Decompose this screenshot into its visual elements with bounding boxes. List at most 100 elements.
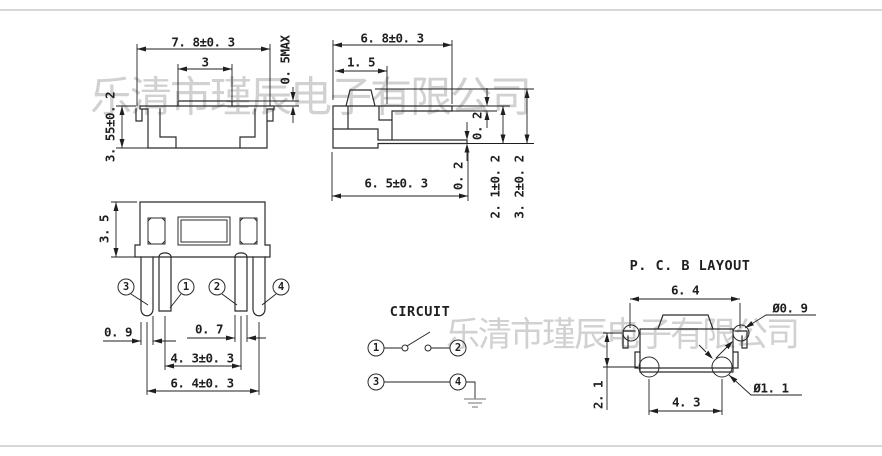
- bottom-view-contact-windows: [147, 216, 258, 246]
- side-dim-overall-height: 3. 2±0. 2: [375, 88, 534, 219]
- side-base-width-label: 6. 5±0. 3: [364, 176, 427, 191]
- side-overall-width-label: 6. 8±0. 3: [360, 31, 423, 46]
- arrow-icon: [745, 321, 754, 328]
- arrow-icon: [524, 89, 530, 98]
- side-body-height-label: 2. 1±0. 2: [488, 155, 503, 218]
- inner-pin-pitch-label: 4. 3±0. 3: [170, 351, 233, 366]
- arrow-icon: [630, 296, 639, 302]
- pin-3-balloon: [117, 278, 135, 296]
- arrow-icon: [443, 42, 452, 48]
- bottom-body-depth-label: 3. 5: [97, 215, 112, 243]
- bottom-dim-inner-pin-width: 0. 7: [187, 315, 266, 342]
- bottom-dim-outer-pin-width: 0. 9: [103, 316, 176, 345]
- side-view: 6. 8±0. 3 1. 5 0. 2 0. 2 2. 1±0. 2: [331, 31, 534, 219]
- bottom-view: 3. 5 3 1 2 4 0. 9 0. 7: [97, 201, 290, 395]
- arrow-icon: [290, 92, 296, 101]
- arrow-icon: [713, 408, 722, 414]
- terminal-2-number: 2: [455, 342, 461, 354]
- arrow-icon: [113, 248, 119, 257]
- arrow-icon: [604, 358, 610, 367]
- arrow-icon: [464, 131, 470, 140]
- ground-icon: [464, 398, 486, 408]
- arrow-icon: [119, 106, 125, 115]
- arrow-icon: [247, 335, 256, 341]
- side-dim-button-offset: 1. 5: [335, 55, 388, 104]
- terminal-1-number: 1: [373, 342, 379, 354]
- arrow-icon: [223, 66, 232, 72]
- pin-callouts: 3 1 2 4: [117, 278, 290, 309]
- pcb-dim-width: 6. 4: [629, 283, 741, 328]
- arrow-icon: [500, 134, 506, 144]
- bottom-dim-outer-pin-pitch: 6. 4±0. 3: [146, 322, 260, 395]
- front-view: 7. 8±0. 3 3 0. 5MAX 3. 55±0. 2: [103, 34, 299, 162]
- hole-bottom-right: [711, 356, 733, 378]
- arrow-icon: [137, 46, 146, 52]
- inner-pin-width-label: 0. 7: [195, 322, 223, 337]
- outer-pin-width-label: 0. 9: [104, 325, 132, 340]
- arrow-icon: [464, 143, 470, 153]
- arrow-icon: [333, 42, 342, 48]
- front-dim-button-width: 3: [177, 55, 233, 100]
- terminal-3-balloon: [367, 373, 385, 391]
- front-view-outline: [135, 100, 275, 149]
- circuit-title: CIRCUIT: [390, 304, 450, 320]
- front-button-height-label: 0. 5MAX: [278, 34, 293, 84]
- arrow-icon: [484, 97, 490, 106]
- arrow-icon: [250, 388, 259, 394]
- bottom-view-outline: [134, 201, 271, 258]
- arrow-icon: [290, 106, 296, 115]
- side-dim-base-width: 6. 5±0. 3: [331, 148, 469, 201]
- pin-1-balloon: [177, 278, 195, 296]
- pcb-large-hole-callout: Ø1. 1: [698, 344, 802, 396]
- pcb-dim-hole-pitch: 4. 3: [648, 379, 723, 415]
- pcb-small-hole-callout: Ø0. 9: [715, 301, 816, 359]
- pin-2-number: 2: [214, 281, 220, 293]
- arrow-icon: [604, 333, 610, 342]
- circuit-wires: [384, 331, 476, 399]
- arrow-icon: [165, 363, 174, 369]
- pin-4-balloon: [272, 278, 290, 296]
- pcb-switch-outline: [622, 314, 748, 373]
- arrow-icon: [113, 202, 119, 211]
- pcb-layout: P. C. B LAYOUT 6. 4 2. 1 4. 3 Ø0: [591, 258, 816, 415]
- arrow-icon: [524, 134, 530, 144]
- front-button-width-label: 3: [201, 55, 208, 70]
- pcb-row-pitch-label: 2. 1: [591, 381, 606, 409]
- arrow-icon: [335, 68, 344, 74]
- watermark-bottom: 乐清市瑾辰电子有限公司: [446, 315, 798, 355]
- arrow-icon: [132, 338, 141, 344]
- front-dim-overall-width: 7. 8±0. 3: [136, 35, 271, 106]
- pcb-dim-row-pitch: 2. 1: [591, 332, 638, 410]
- large-hole-dia-label: Ø1. 1: [752, 381, 788, 396]
- front-dim-body-height: 3. 55±0. 2: [103, 92, 148, 162]
- hole-top-right: [732, 324, 750, 342]
- pcb-layout-title: P. C. B LAYOUT: [630, 258, 751, 274]
- arrow-icon: [649, 408, 658, 414]
- bottom-dim-inner-pin-pitch: 4. 3±0. 3: [164, 316, 242, 370]
- side-overall-height-label: 3. 2±0. 2: [512, 155, 527, 218]
- pin-1-number: 1: [183, 281, 189, 293]
- switch-contact-icon: [424, 344, 432, 352]
- arrow-icon: [729, 375, 738, 383]
- arrow-icon: [484, 111, 490, 120]
- side-dim-body-height: 2. 1±0. 2: [467, 106, 534, 219]
- pin-3-number: 3: [123, 281, 129, 293]
- pin-4-number: 4: [278, 281, 284, 293]
- watermark-top: 乐清市瑾辰电子有限公司: [90, 73, 530, 122]
- arrow-icon: [147, 388, 156, 394]
- arrow-icon: [119, 139, 125, 148]
- side-dim-overall-width: 6. 8±0. 3: [332, 31, 453, 104]
- small-hole-dia-label: Ø0. 9: [771, 301, 807, 316]
- hole-top-left: [622, 324, 640, 342]
- arrow-icon: [500, 106, 506, 115]
- terminal-4-balloon: [449, 373, 467, 391]
- circuit-diagram: CIRCUIT 1 2 3 4: [367, 304, 486, 408]
- terminal-3-number: 3: [373, 376, 379, 388]
- side-cover-thickness-label: 0. 2: [470, 112, 485, 140]
- terminal-2-balloon: [449, 339, 467, 357]
- side-lead-thickness-label: 0. 2: [451, 162, 466, 190]
- arrow-icon: [459, 193, 468, 199]
- sheet-border-lines: [0, 9, 882, 447]
